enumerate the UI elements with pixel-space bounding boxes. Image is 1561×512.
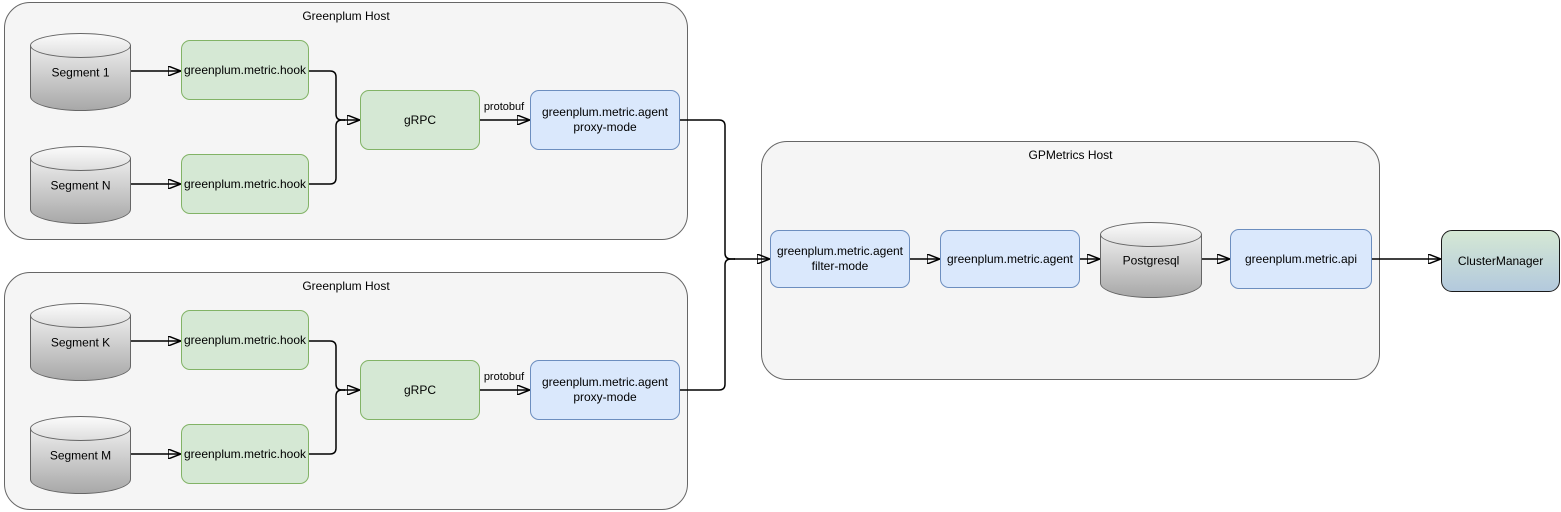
node-label-line1: greenplum.metric.agent [541,105,669,119]
edge-label-protobuf-bottom: protobuf [483,371,525,383]
postgresql-db: Postgresql [1100,222,1202,298]
node-label: Segment 1 [51,65,110,80]
cylinder-top-ellipse [30,416,131,441]
cylinder-top-ellipse [1100,222,1202,247]
node-label: ClusterManager [1457,253,1544,268]
node-label: gRPC [403,382,436,397]
metric-agent-proxy-node-top: greenplum.metric.agent proxy-mode [530,90,680,150]
metric-hook-node-1: greenplum.metric.hook [181,40,309,100]
node-label-line1: greenplum.metric.agent [541,375,669,389]
node-label: greenplum.metric.hook [183,332,307,347]
segment-1-db: Segment 1 [30,33,131,111]
node-label: Postgresql [1122,253,1180,268]
edge-label-protobuf-top: protobuf [483,101,525,113]
metric-hook-node-3: greenplum.metric.hook [181,310,309,370]
node-label: Segment N [50,178,111,193]
cluster-manager-node: ClusterManager [1441,230,1560,292]
container-title: Greenplum Host [302,279,390,293]
container-title: GPMetrics Host [1028,148,1113,162]
segment-k-db: Segment K [30,303,131,381]
node-label: Segment M [49,448,112,463]
segment-n-db: Segment N [30,146,131,224]
container-title: Greenplum Host [302,9,390,23]
node-label-line1: greenplum.metric.agent [776,244,904,258]
metric-hook-node-2: greenplum.metric.hook [181,154,309,214]
metric-agent-proxy-node-bottom: greenplum.metric.agent proxy-mode [530,360,680,420]
metric-api-node: greenplum.metric.api [1230,229,1372,289]
node-label: greenplum.metric.agent [946,251,1074,266]
edge-proxy-top-to-junction [680,119,735,260]
metric-agent-filter-node: greenplum.metric.agent filter-mode [770,230,910,288]
grpc-node-bottom: gRPC [360,360,480,420]
node-label: gRPC [403,112,436,127]
edge-proxy-bottom-to-junction [680,258,735,391]
node-label: greenplum.metric.api [1244,251,1358,266]
segment-m-db: Segment M [30,416,131,494]
cylinder-top-ellipse [30,303,131,328]
metric-hook-node-4: greenplum.metric.hook [181,424,309,484]
grpc-node-top: gRPC [360,90,480,150]
node-label-line2: proxy-mode [573,120,637,134]
node-label: greenplum.metric.hook [183,62,307,77]
node-label-line2: filter-mode [811,259,869,273]
node-label: Segment K [50,335,111,350]
metric-agent-node: greenplum.metric.agent [940,230,1080,288]
node-label: greenplum.metric.hook [183,446,307,461]
node-label-line2: proxy-mode [573,390,637,404]
cylinder-top-ellipse [30,146,131,171]
node-label: greenplum.metric.hook [183,176,307,191]
cylinder-top-ellipse [30,33,131,58]
